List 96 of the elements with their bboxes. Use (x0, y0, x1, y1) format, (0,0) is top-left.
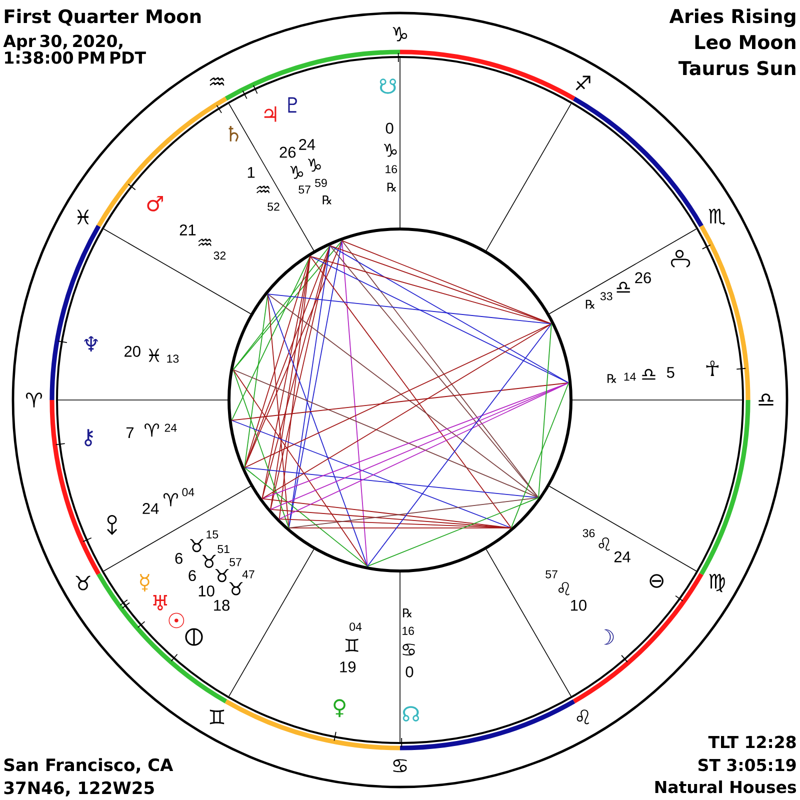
sign-glyph: ♉ (190, 538, 204, 552)
minutes-number: 51 (218, 545, 230, 554)
degree-number: 0 (406, 666, 414, 678)
zodiac-sign-glyph: ♈ (26, 392, 42, 408)
date-time-text: Apr 30, 2020, 1:38:00 PM PDT (3, 34, 146, 64)
minutes-number: 14 (624, 372, 636, 381)
minutes-number: 47 (242, 570, 254, 578)
planet-glyph: ♄ (228, 126, 238, 142)
minutes-number: 57 (230, 558, 242, 566)
degree-number: 19 (340, 661, 356, 672)
degree-number: 20 (124, 346, 140, 357)
degree-number: 5 (666, 367, 674, 378)
degree-number: 21 (180, 224, 196, 236)
minutes-number: 52 (268, 202, 280, 211)
sign-glyph: ♉ (230, 582, 242, 596)
degree-number: 0 (386, 122, 394, 134)
sign-glyph: ♒ (256, 186, 270, 194)
planet-glyph: ♇ (288, 97, 297, 113)
time-text: ST 3:05:19 (698, 758, 796, 772)
planet-glyph: ♆ (84, 336, 98, 352)
zodiac-sign-glyph: ♑ (392, 26, 408, 42)
planet-glyph: ⚷ (84, 429, 94, 446)
sign-glyph: ♌ (558, 582, 570, 596)
sign-glyph: ♑ (384, 144, 397, 157)
retrograde-symbol: ℞ (586, 300, 595, 309)
zodiac-sign-glyph: ♋ (393, 759, 407, 772)
minutes-number: 57 (546, 570, 558, 578)
sign-glyph: ♋ (402, 644, 415, 656)
planet-glyph: ⊖ (650, 574, 664, 588)
zodiac-sign-glyph: ♓ (77, 210, 89, 224)
zodiac-sign-glyph: ♎ (758, 393, 774, 406)
minutes-number: 16 (386, 165, 398, 174)
degree-number: 7 (126, 427, 134, 438)
minutes-number: 24 (164, 424, 177, 432)
planet-glyph: ☊ (402, 706, 420, 722)
degree-number: 24 (299, 139, 316, 150)
minutes-number: 57 (298, 186, 310, 194)
minutes-number: 32 (214, 252, 226, 260)
planet-glyph: ☥ (706, 360, 718, 376)
coordinates-text: 37N46, 122W25 (4, 781, 154, 796)
degree-number: 10 (198, 586, 214, 596)
sign-glyph: ♑ (308, 158, 321, 172)
sign-glyph: ♎ (616, 282, 630, 293)
minutes-number: 13 (167, 354, 179, 363)
sign-glyph: ♊ (346, 638, 358, 652)
sign-glyph: ♒ (198, 238, 212, 246)
houses-text: Natural Houses (655, 780, 796, 794)
planet-glyph: ☿ (140, 574, 150, 592)
zodiac-sign-glyph: ♒ (210, 77, 224, 86)
zodiac-sign-glyph: ♉ (76, 576, 90, 590)
summary-text: Aries Rising (669, 8, 796, 28)
planet-glyph: ♀ (334, 699, 346, 718)
sign-glyph: ♌ (598, 538, 610, 551)
time-text: TLT 12:28 (708, 736, 796, 748)
sign-glyph: ♓ (148, 348, 160, 362)
sign-glyph: ♈ (144, 423, 160, 437)
minutes-number: 15 (206, 530, 218, 538)
planet-glyph: ☋ (380, 78, 396, 94)
summary-text: Taurus Sun (678, 60, 796, 76)
degree-number: 6 (188, 570, 196, 582)
retrograde-symbol: ℞ (403, 608, 412, 618)
minutes-number: 04 (350, 622, 362, 631)
chart-title: First Quarter Moon (4, 8, 201, 26)
degree-number: 24 (614, 551, 630, 562)
minutes-number: 16 (402, 626, 414, 635)
zodiac-sign-glyph: ♐ (576, 76, 590, 90)
planet-glyph: ♅ (153, 595, 168, 610)
sign-glyph: ♉ (216, 568, 228, 582)
sign-glyph: ♉ (202, 554, 216, 568)
minutes-number: 36 (582, 529, 595, 538)
sign-glyph: ♎ (642, 368, 656, 380)
sign-glyph: ♑ (290, 166, 304, 179)
minutes-number: 04 (182, 488, 194, 496)
planet-glyph: ♂ (147, 196, 163, 212)
retrograde-symbol: ℞ (322, 195, 332, 204)
planet-glyph: ♃ (264, 106, 276, 122)
degree-number: 1 (248, 167, 255, 178)
zodiac-sign-glyph: ♊ (210, 710, 224, 724)
summary-text: Leo Moon (695, 35, 796, 50)
retrograde-symbol: ℞ (608, 374, 616, 383)
sign-glyph: ♈ (163, 493, 178, 506)
degree-number: 18 (214, 600, 230, 611)
retrograde-symbol: ℞ (387, 182, 396, 192)
degree-number: 26 (635, 272, 651, 284)
planet-glyph: ☉ (168, 612, 184, 628)
minutes-number: 33 (600, 292, 612, 300)
degree-number: 6 (175, 552, 182, 564)
zodiac-sign-glyph: ♍ (709, 574, 725, 592)
zodiac-sign-glyph: ♌ (576, 710, 590, 724)
degree-number: 26 (280, 146, 296, 158)
zodiac-sign-glyph: ♏ (708, 208, 726, 226)
degree-number: 24 (142, 503, 159, 514)
degree-number: 10 (571, 600, 586, 611)
planet-glyph: ☽ (604, 629, 614, 645)
minutes-number: 59 (315, 178, 327, 187)
location-text: San Francisco, CA (4, 758, 174, 774)
